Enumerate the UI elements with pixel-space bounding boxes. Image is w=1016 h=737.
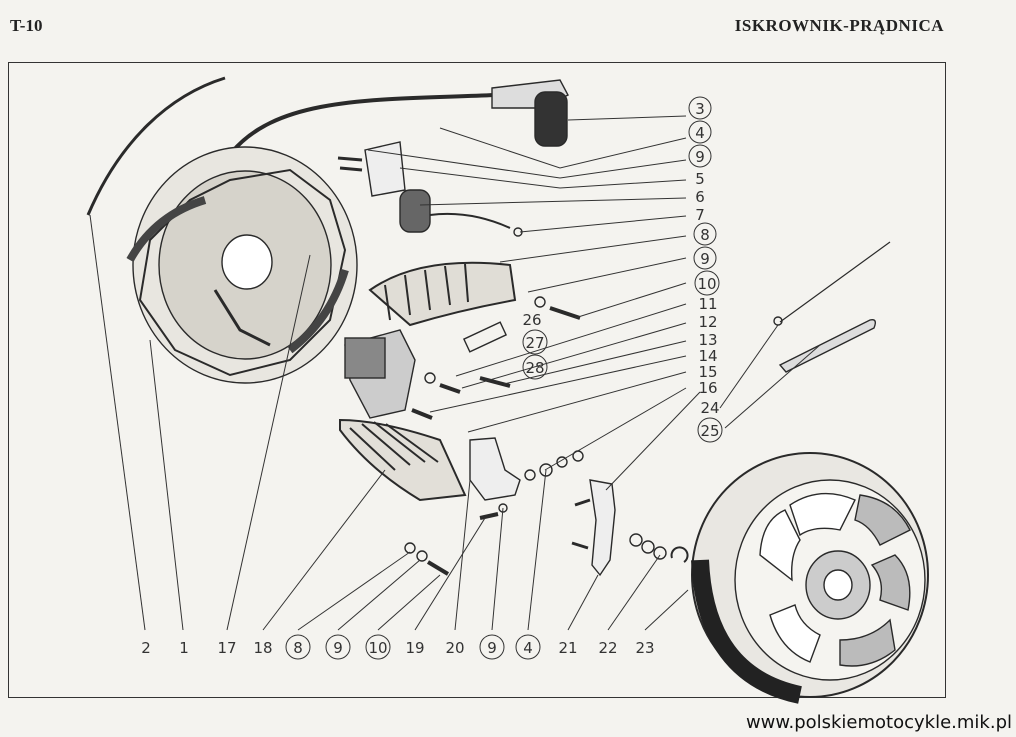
callout-16: 16 — [698, 379, 717, 397]
callout-9: 9 — [695, 148, 705, 166]
callout-8: 8 — [293, 639, 303, 657]
callout-15: 15 — [698, 363, 717, 381]
callout-25: 25 — [700, 422, 719, 440]
callout-10: 10 — [697, 275, 716, 293]
callout-9: 9 — [700, 250, 710, 268]
callout-7: 7 — [695, 206, 705, 224]
callout-6: 6 — [695, 188, 705, 206]
callout-4: 4 — [523, 639, 533, 657]
callout-18: 18 — [253, 639, 272, 657]
page-title: ISKROWNIK-PRĄDNICA — [734, 16, 944, 35]
callout-4: 4 — [695, 124, 705, 142]
callout-28: 28 — [525, 359, 544, 377]
callout-9: 9 — [487, 639, 497, 657]
callout-23: 23 — [635, 639, 654, 657]
callout-14: 14 — [698, 347, 717, 365]
callout-27: 27 — [525, 334, 544, 352]
page-code: T-10 — [10, 16, 43, 35]
callout-8: 8 — [700, 226, 710, 244]
callout-19: 19 — [405, 639, 424, 657]
callout-10: 10 — [368, 639, 387, 657]
parts-drawing — [86, 76, 929, 704]
callout-13: 13 — [698, 331, 717, 349]
leader-lines — [89, 115, 821, 631]
callout-9: 9 — [333, 639, 343, 657]
watermark-url: www.polskiemotocykle.mik.pl — [745, 712, 1012, 733]
callout-5: 5 — [695, 170, 705, 188]
callout-12: 12 — [698, 313, 717, 331]
callout-20: 20 — [445, 639, 464, 657]
callout-26: 26 — [522, 311, 541, 329]
callout-24: 24 — [700, 399, 719, 417]
callout-1: 1 — [179, 639, 189, 657]
callout-21: 21 — [558, 639, 577, 657]
callout-3: 3 — [695, 100, 705, 118]
callout-11: 11 — [698, 295, 717, 313]
callouts-right: 3 4 9 5 6 7 8 9 10 11 12 13 14 15 16 24 … — [688, 96, 723, 443]
diagram-frame — [8, 62, 946, 698]
callouts-bottom: 2 1 17 18 8 9 10 19 20 9 4 21 22 23 — [141, 634, 655, 660]
callout-17: 17 — [217, 639, 236, 657]
callout-22: 22 — [598, 639, 617, 657]
callouts-middle: 26 27 28 — [522, 311, 548, 380]
callout-2: 2 — [141, 639, 151, 657]
